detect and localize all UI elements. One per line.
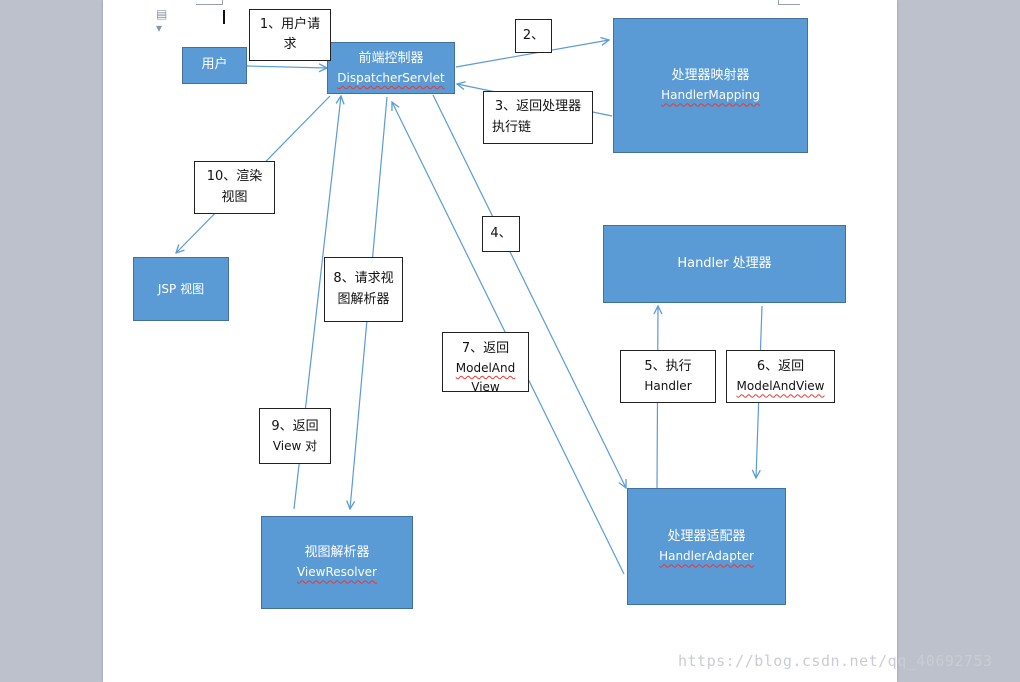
step-3-line1: 3、返回处理器: [494, 99, 582, 115]
view-resolver-cn-label: 视图解析器: [304, 545, 370, 561]
user-box: 用户: [182, 47, 247, 84]
step-1-note: 1、用户请 求: [249, 9, 331, 61]
handler-mapping-cn-label: 处理器映射器: [671, 68, 750, 84]
crop-mark: [778, 0, 779, 5]
arrow-dispatcher-to-mapping: [455, 40, 609, 68]
step-2-label: 2、: [522, 27, 545, 43]
step-9-note: 9、返回 View 对: [259, 408, 331, 464]
handler-box: Handler 处理器: [603, 225, 846, 303]
view-resolver-box: 视图解析器 ViewResolver: [261, 516, 413, 609]
handler-adapter-box: 处理器适配器 HandlerAdapter: [627, 488, 786, 605]
step-5-line2: Handler: [644, 379, 692, 394]
watermark: https://blog.csdn.net/qq_40692753: [678, 652, 993, 670]
step-10-line1: 10、渲染: [206, 169, 263, 185]
step-9-line2: View 对: [272, 438, 318, 453]
handler-mapping-en-label: HandlerMapping: [661, 88, 760, 103]
crop-mark: [778, 4, 800, 5]
arrow-dispatcher-to-adapter: [432, 94, 626, 488]
view-resolver-en-label: ViewResolver: [296, 565, 377, 580]
step-6-note: 6、返回 ModelAndView: [726, 350, 835, 403]
document-icon[interactable]: ▤ ▾: [156, 7, 168, 35]
step-9-line1: 9、返回: [271, 418, 319, 434]
step-5-line1: 5、执行: [644, 359, 692, 375]
step-7-line1: 7、返回: [461, 341, 510, 356]
step-1-line2: 求: [283, 37, 297, 52]
step-4-note: 4、: [482, 216, 520, 252]
step-1-line1: 1、用户请: [259, 16, 321, 32]
handler-adapter-en-label: HandlerAdapter: [659, 549, 754, 564]
step-7-line2: ModelAnd: [455, 361, 516, 376]
handler-adapter-cn-label: 处理器适配器: [667, 529, 746, 545]
dispatcher-en-label: DispatcherServlet: [337, 70, 445, 85]
step-6-line1: 6、返回: [756, 359, 805, 375]
step-10-note: 10、渲染 视图: [194, 161, 275, 214]
step-8-line2: 图解析器: [337, 291, 390, 307]
crop-mark: [196, 4, 222, 5]
step-2-note: 2、: [515, 19, 552, 53]
jsp-view-box: JSP 视图: [133, 257, 229, 321]
step-8-line1: 8、请求视: [333, 271, 394, 287]
step-6-line2: ModelAndView: [736, 379, 825, 394]
step-3-note: 3、返回处理器 执行链: [483, 91, 593, 144]
step-8-note: 8、请求视 图解析器: [324, 257, 403, 322]
handler-label: Handler 处理器: [677, 255, 772, 271]
dispatcher-servlet-box: 前端控制器 DispatcherServlet: [327, 42, 455, 94]
step-3-line2: 执行链: [492, 119, 532, 135]
user-label: 用户: [201, 57, 228, 73]
dispatcher-cn-label: 前端控制器: [358, 50, 424, 66]
step-10-line2: 视图: [221, 189, 248, 205]
jsp-view-label: JSP 视图: [157, 281, 205, 296]
step-7-note: 7、返回 ModelAnd View: [442, 332, 529, 392]
arrow-user-to-dispatcher: [246, 66, 327, 68]
step-5-note: 5、执行 Handler: [620, 350, 716, 403]
text-cursor: [223, 10, 225, 24]
step-4-label: 4、: [490, 225, 512, 241]
crop-mark: [222, 0, 223, 5]
step-7-line3: View: [471, 379, 500, 392]
handler-mapping-box: 处理器映射器 HandlerMapping: [613, 18, 808, 153]
